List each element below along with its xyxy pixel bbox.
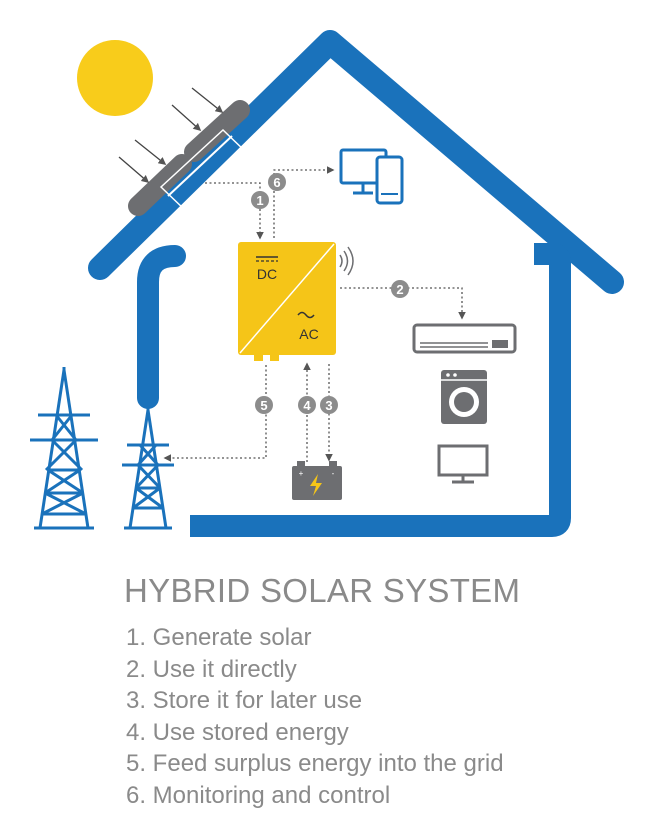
- inverter-icon: DC AC: [238, 242, 336, 361]
- marker-2: [391, 280, 409, 298]
- wifi-icon: [339, 246, 354, 276]
- house-left-wall: [137, 245, 186, 409]
- power-tower-icon: [122, 408, 174, 530]
- house-roof: [88, 30, 624, 294]
- marker-5: [255, 396, 273, 414]
- hybrid-solar-diagram: 1 6 2 5 4 3 DC AC: [30, 30, 624, 537]
- power-tower-icon: [30, 367, 98, 530]
- marker-1-label: 1: [256, 193, 263, 208]
- sun-icon: [77, 40, 153, 116]
- step-item: 2. Use it directly: [126, 655, 297, 683]
- step-item: 5. Feed surplus energy into the grid: [126, 750, 504, 778]
- svg-text:-: -: [332, 469, 335, 478]
- flow-inverter-to-grid: [163, 365, 267, 462]
- tv-icon: [437, 444, 489, 484]
- marker-3: [320, 396, 338, 414]
- marker-5-label: 5: [260, 398, 267, 413]
- step-item: 1. Generate solar: [126, 624, 312, 651]
- step-item: 6. Monitoring and control: [126, 781, 391, 809]
- ac-label: AC: [299, 326, 318, 342]
- flow-panel-to-inverter: [205, 182, 264, 240]
- marker-6-label: 6: [273, 175, 280, 190]
- flow-monitoring: [273, 166, 335, 238]
- sunlight-arrows: [118, 87, 224, 184]
- dc-label: DC: [257, 266, 277, 282]
- step-item: 3. Store it for later use: [126, 687, 363, 715]
- marker-6: [268, 173, 286, 191]
- marker-3-label: 3: [325, 398, 332, 413]
- flow-inverter-to-appliances: [340, 287, 466, 320]
- air-conditioner-icon: [412, 323, 517, 354]
- marker-4: [298, 396, 316, 414]
- house-right-wall-floor: [190, 243, 571, 537]
- step-item: 4. Use stored energy: [126, 718, 349, 746]
- washing-machine-icon: [441, 370, 487, 424]
- steps-list: 1. Generate solar 2. Use it directly 3. …: [126, 622, 504, 812]
- battery-icon: + -: [292, 461, 342, 500]
- marker-4-label: 4: [303, 398, 311, 413]
- phone-icon: [375, 155, 404, 205]
- svg-text:+: +: [299, 469, 304, 478]
- marker-2-label: 2: [396, 282, 403, 297]
- solar-panel-icon: [128, 100, 250, 216]
- diagram-title: HYBRID SOLAR SYSTEM: [124, 572, 521, 609]
- marker-1: [251, 191, 269, 209]
